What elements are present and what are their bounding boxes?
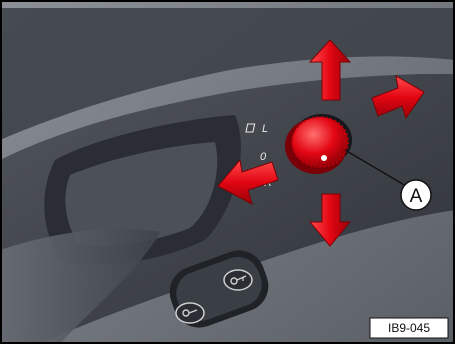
unlock-icon[interactable] — [224, 270, 252, 290]
lock-icon[interactable] — [176, 303, 204, 323]
position-mark-neutral: 0 — [260, 151, 267, 163]
callout-a-label: A — [410, 186, 423, 207]
position-mark-left: L — [262, 123, 268, 135]
reference-code: IB9-045 — [388, 321, 430, 335]
